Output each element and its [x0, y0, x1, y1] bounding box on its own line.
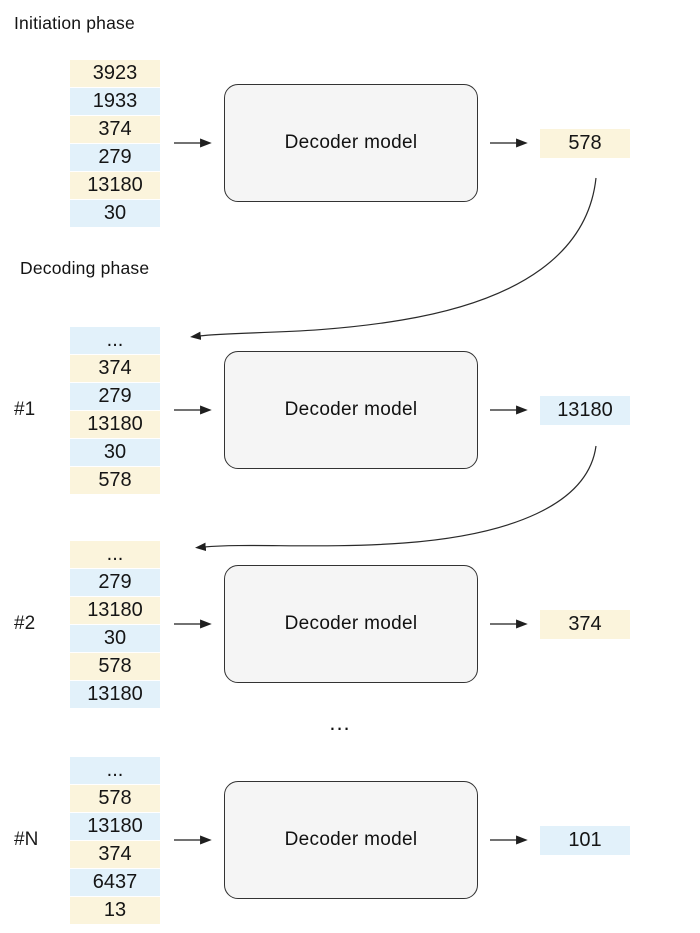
token-stack-initiation: 3923 1933 374 279 13180 30: [70, 60, 160, 228]
token-cell: 374: [70, 355, 160, 382]
decoder-box-label: Decoder model: [284, 132, 418, 153]
output-token-initiation: 578: [540, 129, 630, 158]
step-label-1: #1: [14, 399, 36, 420]
step-label-2: #2: [14, 613, 36, 634]
output-token-step-n: 101: [540, 826, 630, 855]
token-cell: 3923: [70, 60, 160, 87]
token-cell: 1933: [70, 88, 160, 115]
token-cell: 30: [70, 439, 160, 466]
token-cell: ...: [70, 757, 160, 784]
decoding-phase-title: Decoding phase: [20, 258, 150, 278]
decoder-box-step-n: Decoder model: [224, 781, 478, 899]
token-cell: 13180: [70, 597, 160, 624]
token-stack-step-2: ... 279 13180 30 578 13180: [70, 541, 160, 709]
decoder-box-step-1: Decoder model: [224, 351, 478, 469]
decoder-box-label: Decoder model: [284, 399, 418, 420]
token-cell: 578: [70, 653, 160, 680]
token-cell: 30: [70, 200, 160, 227]
token-cell: 13180: [70, 172, 160, 199]
token-cell: 578: [70, 467, 160, 494]
token-cell: 13: [70, 897, 160, 924]
token-cell: 6437: [70, 869, 160, 896]
token-stack-step-1: ... 374 279 13180 30 578: [70, 327, 160, 495]
decoder-box-label: Decoder model: [284, 829, 418, 850]
step-label-n: #N: [14, 829, 39, 850]
token-cell: 578: [70, 785, 160, 812]
continuation-ellipsis: ...: [329, 710, 351, 735]
token-cell: 13180: [70, 681, 160, 708]
token-cell: 374: [70, 841, 160, 868]
token-cell: 279: [70, 144, 160, 171]
token-cell: 13180: [70, 411, 160, 438]
token-cell: 279: [70, 569, 160, 596]
output-token-step-2: 374: [540, 610, 630, 639]
initiation-phase-title: Initiation phase: [14, 13, 135, 33]
token-cell: 30: [70, 625, 160, 652]
decoder-box-step-2: Decoder model: [224, 565, 478, 683]
token-cell: 13180: [70, 813, 160, 840]
decoder-box-initiation: Decoder model: [224, 84, 478, 202]
token-cell: ...: [70, 541, 160, 568]
token-cell: 279: [70, 383, 160, 410]
token-cell: ...: [70, 327, 160, 354]
token-stack-step-n: ... 578 13180 374 6437 13: [70, 757, 160, 925]
output-token-step-1: 13180: [540, 396, 630, 425]
token-cell: 374: [70, 116, 160, 143]
decoder-box-label: Decoder model: [284, 613, 418, 634]
